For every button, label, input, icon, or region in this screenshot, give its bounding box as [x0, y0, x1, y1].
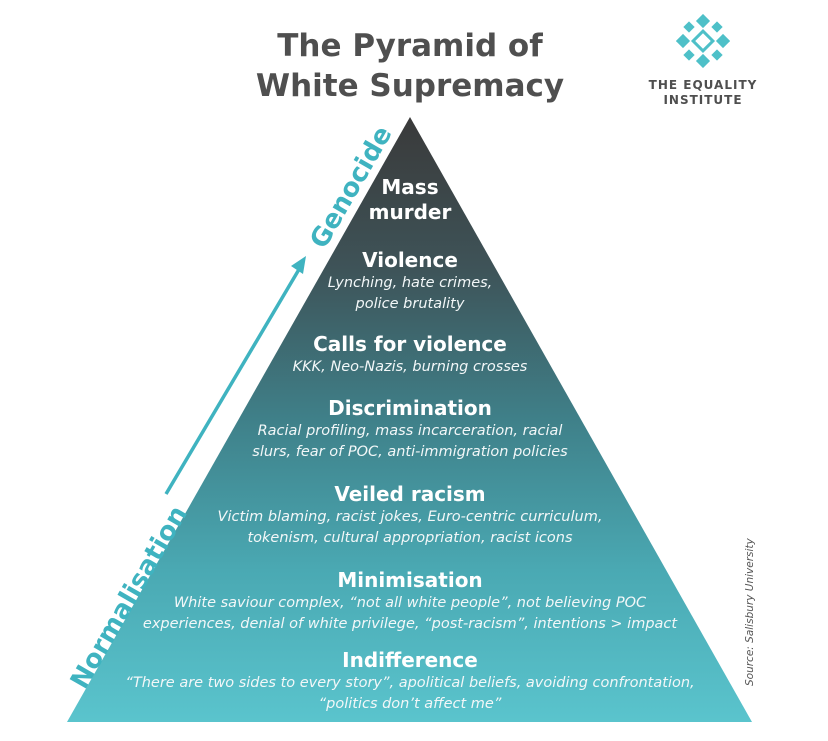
tier-description: slurs, fear of POC, anti-immigration pol…	[252, 444, 568, 460]
tier-description: experiences, denial of white privilege, …	[142, 616, 678, 632]
tier-description: tokenism, cultural appropriation, racist…	[247, 530, 573, 546]
tier-description: Lynching, hate crimes,	[327, 275, 493, 291]
tier-calls-for-violence: Calls for violence KKK, Neo-Nazis, burni…	[235, 332, 585, 378]
tier-discrimination: Discrimination Racial profiling, mass in…	[185, 396, 635, 463]
tier-title: Calls for violence	[313, 332, 507, 356]
title-line-2: White Supremacy	[255, 68, 565, 104]
tier-title: murder	[368, 200, 452, 224]
logo-mark-icon	[675, 13, 731, 69]
tier-description: White saviour complex, “not all white pe…	[173, 595, 647, 611]
tier-minimisation: Minimisation White saviour complex, “not…	[110, 568, 710, 635]
tier-description: “politics don’t affect me”	[318, 696, 502, 712]
tier-title: Veiled racism	[334, 482, 486, 506]
tier-description: police brutality	[355, 296, 465, 312]
tier-title: Discrimination	[328, 396, 492, 420]
equality-institute-logo: THE EQUALITY INSTITUTE	[648, 13, 758, 108]
tier-mass-murder: Mass murder	[310, 175, 510, 225]
tier-title: Indifference	[342, 648, 478, 672]
pyramid-triangle	[67, 117, 752, 722]
logo-text-line-1: THE EQUALITY	[648, 78, 758, 92]
tier-title: Mass	[381, 175, 439, 199]
tier-description: Victim blaming, racist jokes, Euro-centr…	[217, 509, 603, 525]
tier-veiled-racism: Veiled racism Victim blaming, racist jok…	[160, 482, 660, 549]
tier-violence: Violence Lynching, hate crimes, police b…	[260, 248, 560, 315]
arrow-head-icon	[291, 256, 306, 274]
source-note: Source: Salisbury University	[744, 538, 756, 686]
tier-title: Violence	[362, 248, 458, 272]
arrow-line	[164, 265, 303, 495]
logo-text-line-2: INSTITUTE	[663, 93, 743, 107]
tier-indifference: Indifference “There are two sides to eve…	[80, 648, 740, 715]
tier-description: “There are two sides to every story”, ap…	[125, 675, 695, 691]
diagram-title: The Pyramid of White Supremacy	[250, 26, 570, 106]
tier-description: Racial profiling, mass incarceration, ra…	[257, 423, 563, 439]
tier-title: Minimisation	[337, 568, 483, 592]
tier-description: KKK, Neo-Nazis, burning crosses	[292, 359, 528, 375]
title-line-1: The Pyramid of	[277, 28, 543, 64]
